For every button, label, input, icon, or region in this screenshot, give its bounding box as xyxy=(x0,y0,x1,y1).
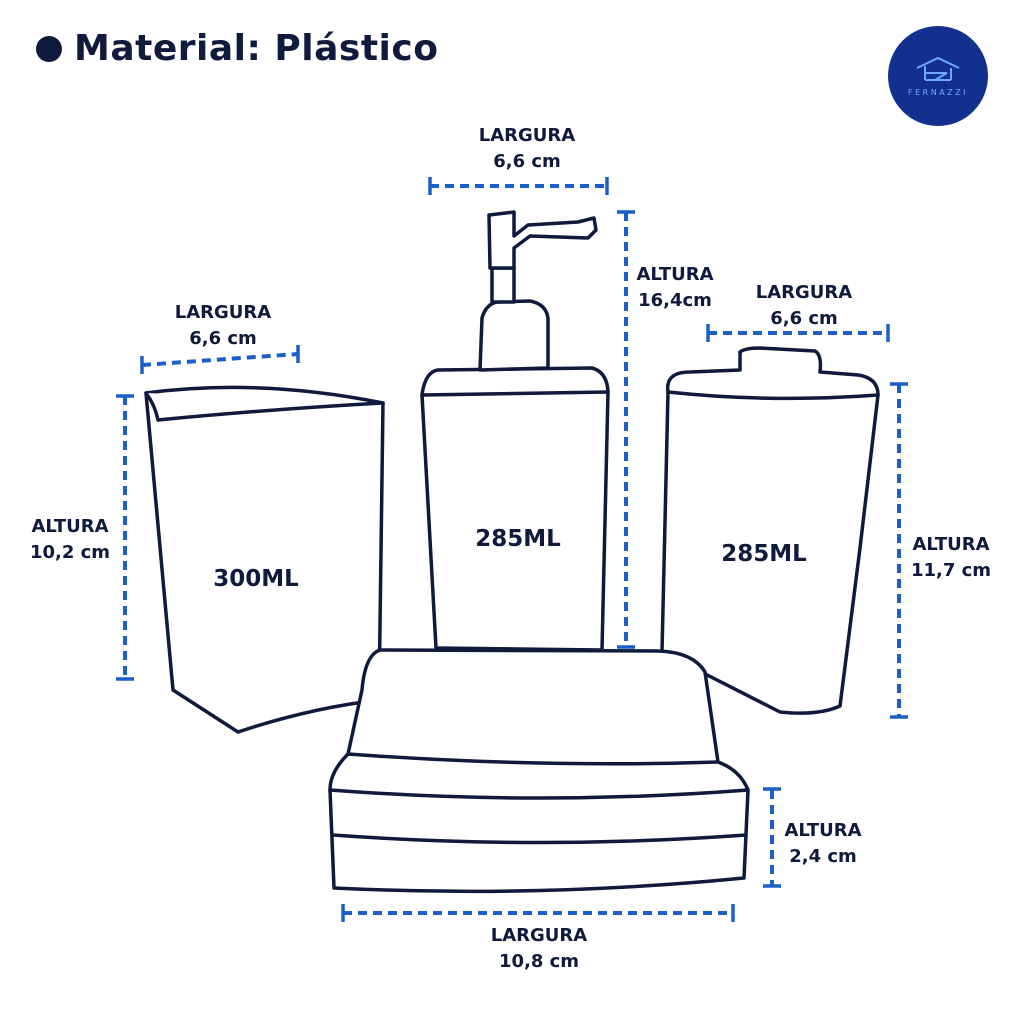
dispenser-width-dimension xyxy=(428,177,609,195)
cup-width-title: LARGURA xyxy=(175,302,272,323)
dispenser-capacity-label: 285ML xyxy=(475,526,561,552)
pot-width-value: 6,6 cm xyxy=(770,308,838,329)
bullet-icon xyxy=(36,35,62,62)
pot-height-title: ALTURA xyxy=(912,534,989,555)
cup-height-title: ALTURA xyxy=(31,516,108,537)
dispenser-width-title: LARGURA xyxy=(479,125,576,146)
header: Material: Plástico xyxy=(36,28,438,69)
pot-width-title: LARGURA xyxy=(756,282,853,303)
cup-height-value: 10,2 cm xyxy=(30,542,110,563)
soap-dish-width-title: LARGURA xyxy=(491,925,588,946)
dispenser-outline xyxy=(420,210,610,652)
cup-width-value: 6,6 cm xyxy=(189,328,257,349)
dispenser-height-dimension xyxy=(617,210,635,649)
pot-outline xyxy=(660,346,880,715)
brand-logo: FERNAZZI xyxy=(888,26,988,126)
cup-height-dimension xyxy=(116,394,134,681)
soap-dish-outline xyxy=(328,648,750,894)
dispenser-height-value: 16,4cm xyxy=(638,290,712,311)
house-logo-icon xyxy=(916,56,960,81)
cup-capacity-label: 300ML xyxy=(213,566,299,592)
pot-capacity-label: 285ML xyxy=(721,541,807,567)
brand-name: FERNAZZI xyxy=(908,87,968,97)
dispenser-height-title: ALTURA xyxy=(636,264,713,285)
cup-outline xyxy=(144,385,385,734)
soap-dish-height-title: ALTURA xyxy=(784,820,861,841)
dispenser-width-value: 6,6 cm xyxy=(493,151,561,172)
pot-height-value: 11,7 cm xyxy=(911,560,991,581)
pot-height-dimension xyxy=(890,382,908,719)
pot-width-dimension xyxy=(706,324,890,342)
soap-dish-height-dimension xyxy=(763,787,781,888)
soap-dish-height-value: 2,4 cm xyxy=(789,846,857,867)
soap-dish-width-value: 10,8 cm xyxy=(499,951,579,972)
soap-dish-width-dimension xyxy=(341,904,735,922)
page-title: Material: Plástico xyxy=(74,28,439,69)
cup-width-dimension xyxy=(140,345,300,374)
